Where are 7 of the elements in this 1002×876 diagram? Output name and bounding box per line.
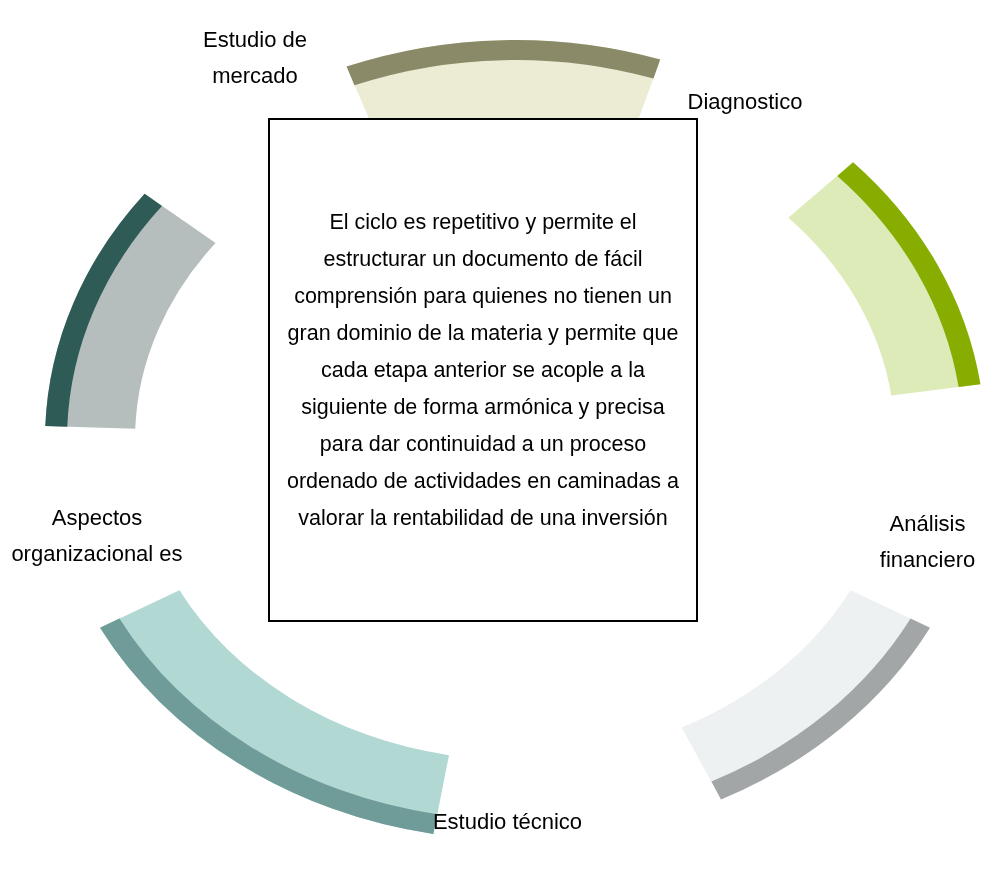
description-text: El ciclo es repetitivo y permite el estructurar un documento de fácil comprensión para quienes no tienen un gran dominio de la materia y permite que cada etapa anterior se acople a la siguiente de forma armónica y precisa para dar continuidad a un proceso ordenado de actividades en caminadas a valorar la rentabilidad de una inversión xyxy=(285,208,681,532)
stage-label: Estudio técnico xyxy=(432,808,583,836)
stage-label: Aspectos organizacional es xyxy=(10,504,184,568)
stage-label: Estudio de mercado xyxy=(202,26,308,90)
stage-label: Diagnostico xyxy=(687,88,803,116)
stage-label: Análisis financiero xyxy=(878,510,977,574)
text-box xyxy=(268,118,698,622)
